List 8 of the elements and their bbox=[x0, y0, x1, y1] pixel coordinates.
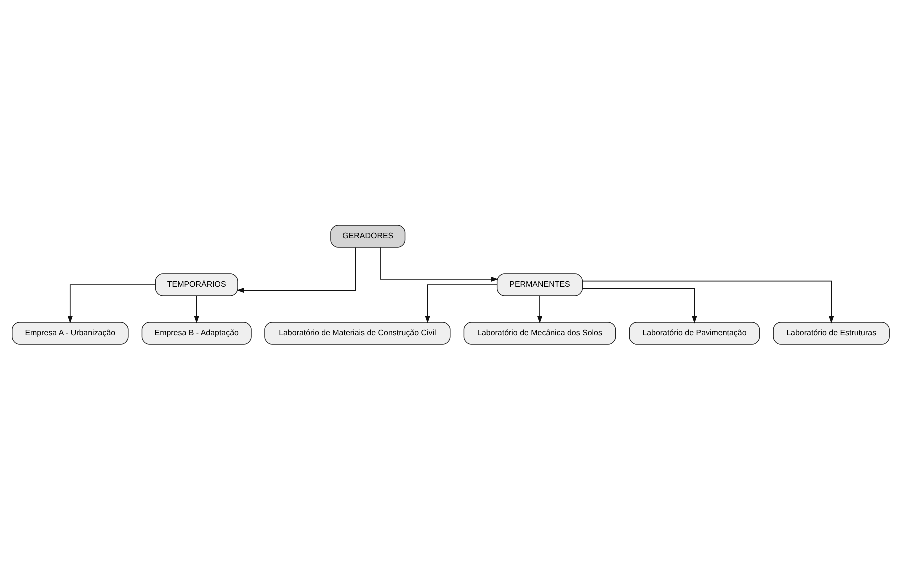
arrow bbox=[194, 295, 200, 324]
arrow bbox=[236, 246, 356, 293]
arrow bbox=[68, 284, 156, 324]
arrow bbox=[582, 280, 834, 324]
arrow bbox=[582, 288, 698, 324]
arrow bbox=[380, 246, 499, 282]
arrow bbox=[537, 295, 543, 324]
arrow bbox=[425, 284, 498, 324]
